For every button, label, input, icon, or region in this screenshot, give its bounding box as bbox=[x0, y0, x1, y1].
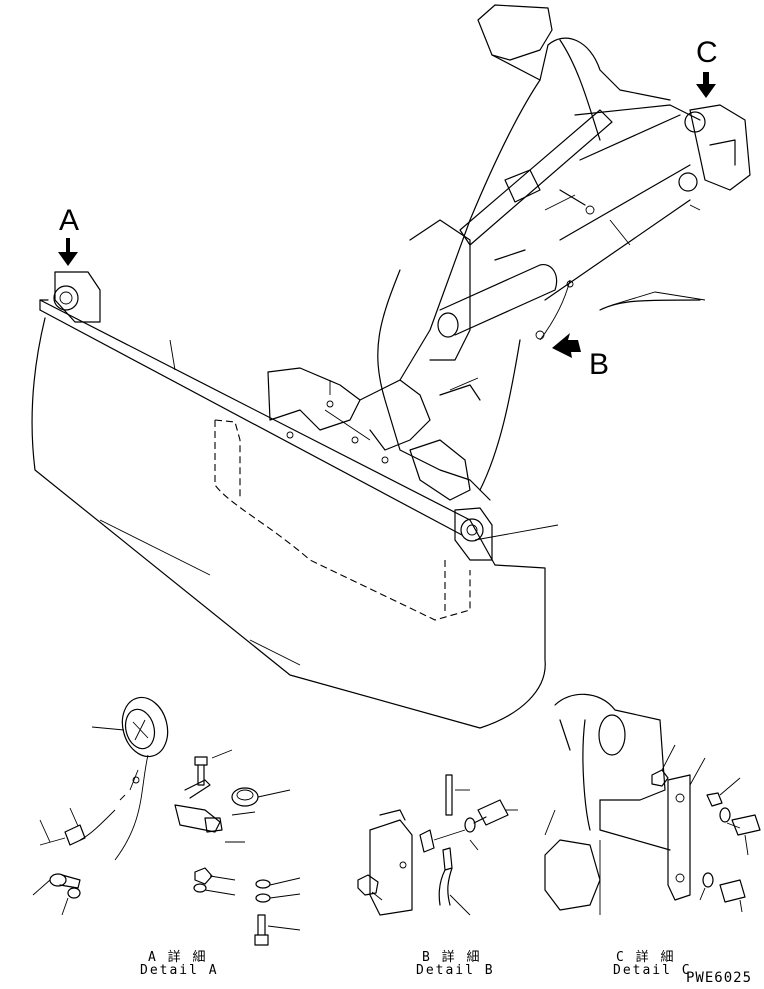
arrow-c-icon bbox=[696, 72, 716, 98]
view-label-c: C bbox=[696, 36, 718, 69]
frame-and-lift-arms bbox=[267, 4, 751, 501]
detail-a-caption-jp: A 詳 細 bbox=[148, 950, 208, 965]
arrow-a-icon bbox=[58, 238, 78, 266]
detail-c-caption-jp: C 詳 細 bbox=[616, 950, 676, 965]
detail-a-caption-en: Detail A bbox=[140, 963, 219, 978]
detail-b-drawing bbox=[357, 774, 518, 916]
view-label-b: B bbox=[589, 348, 610, 381]
blade-assembly bbox=[31, 271, 546, 729]
detail-a-drawing bbox=[32, 696, 301, 946]
leader-lines bbox=[169, 194, 706, 541]
drawing-code: PWE6025 bbox=[686, 970, 753, 986]
detail-c-drawing bbox=[544, 693, 761, 915]
arrow-b-icon bbox=[552, 333, 581, 358]
view-label-a: A bbox=[59, 204, 80, 237]
detail-b-caption-jp: B 詳 細 bbox=[422, 950, 482, 965]
detail-b-caption-en: Detail B bbox=[416, 963, 495, 978]
detail-c-caption-en: Detail C bbox=[613, 963, 692, 978]
